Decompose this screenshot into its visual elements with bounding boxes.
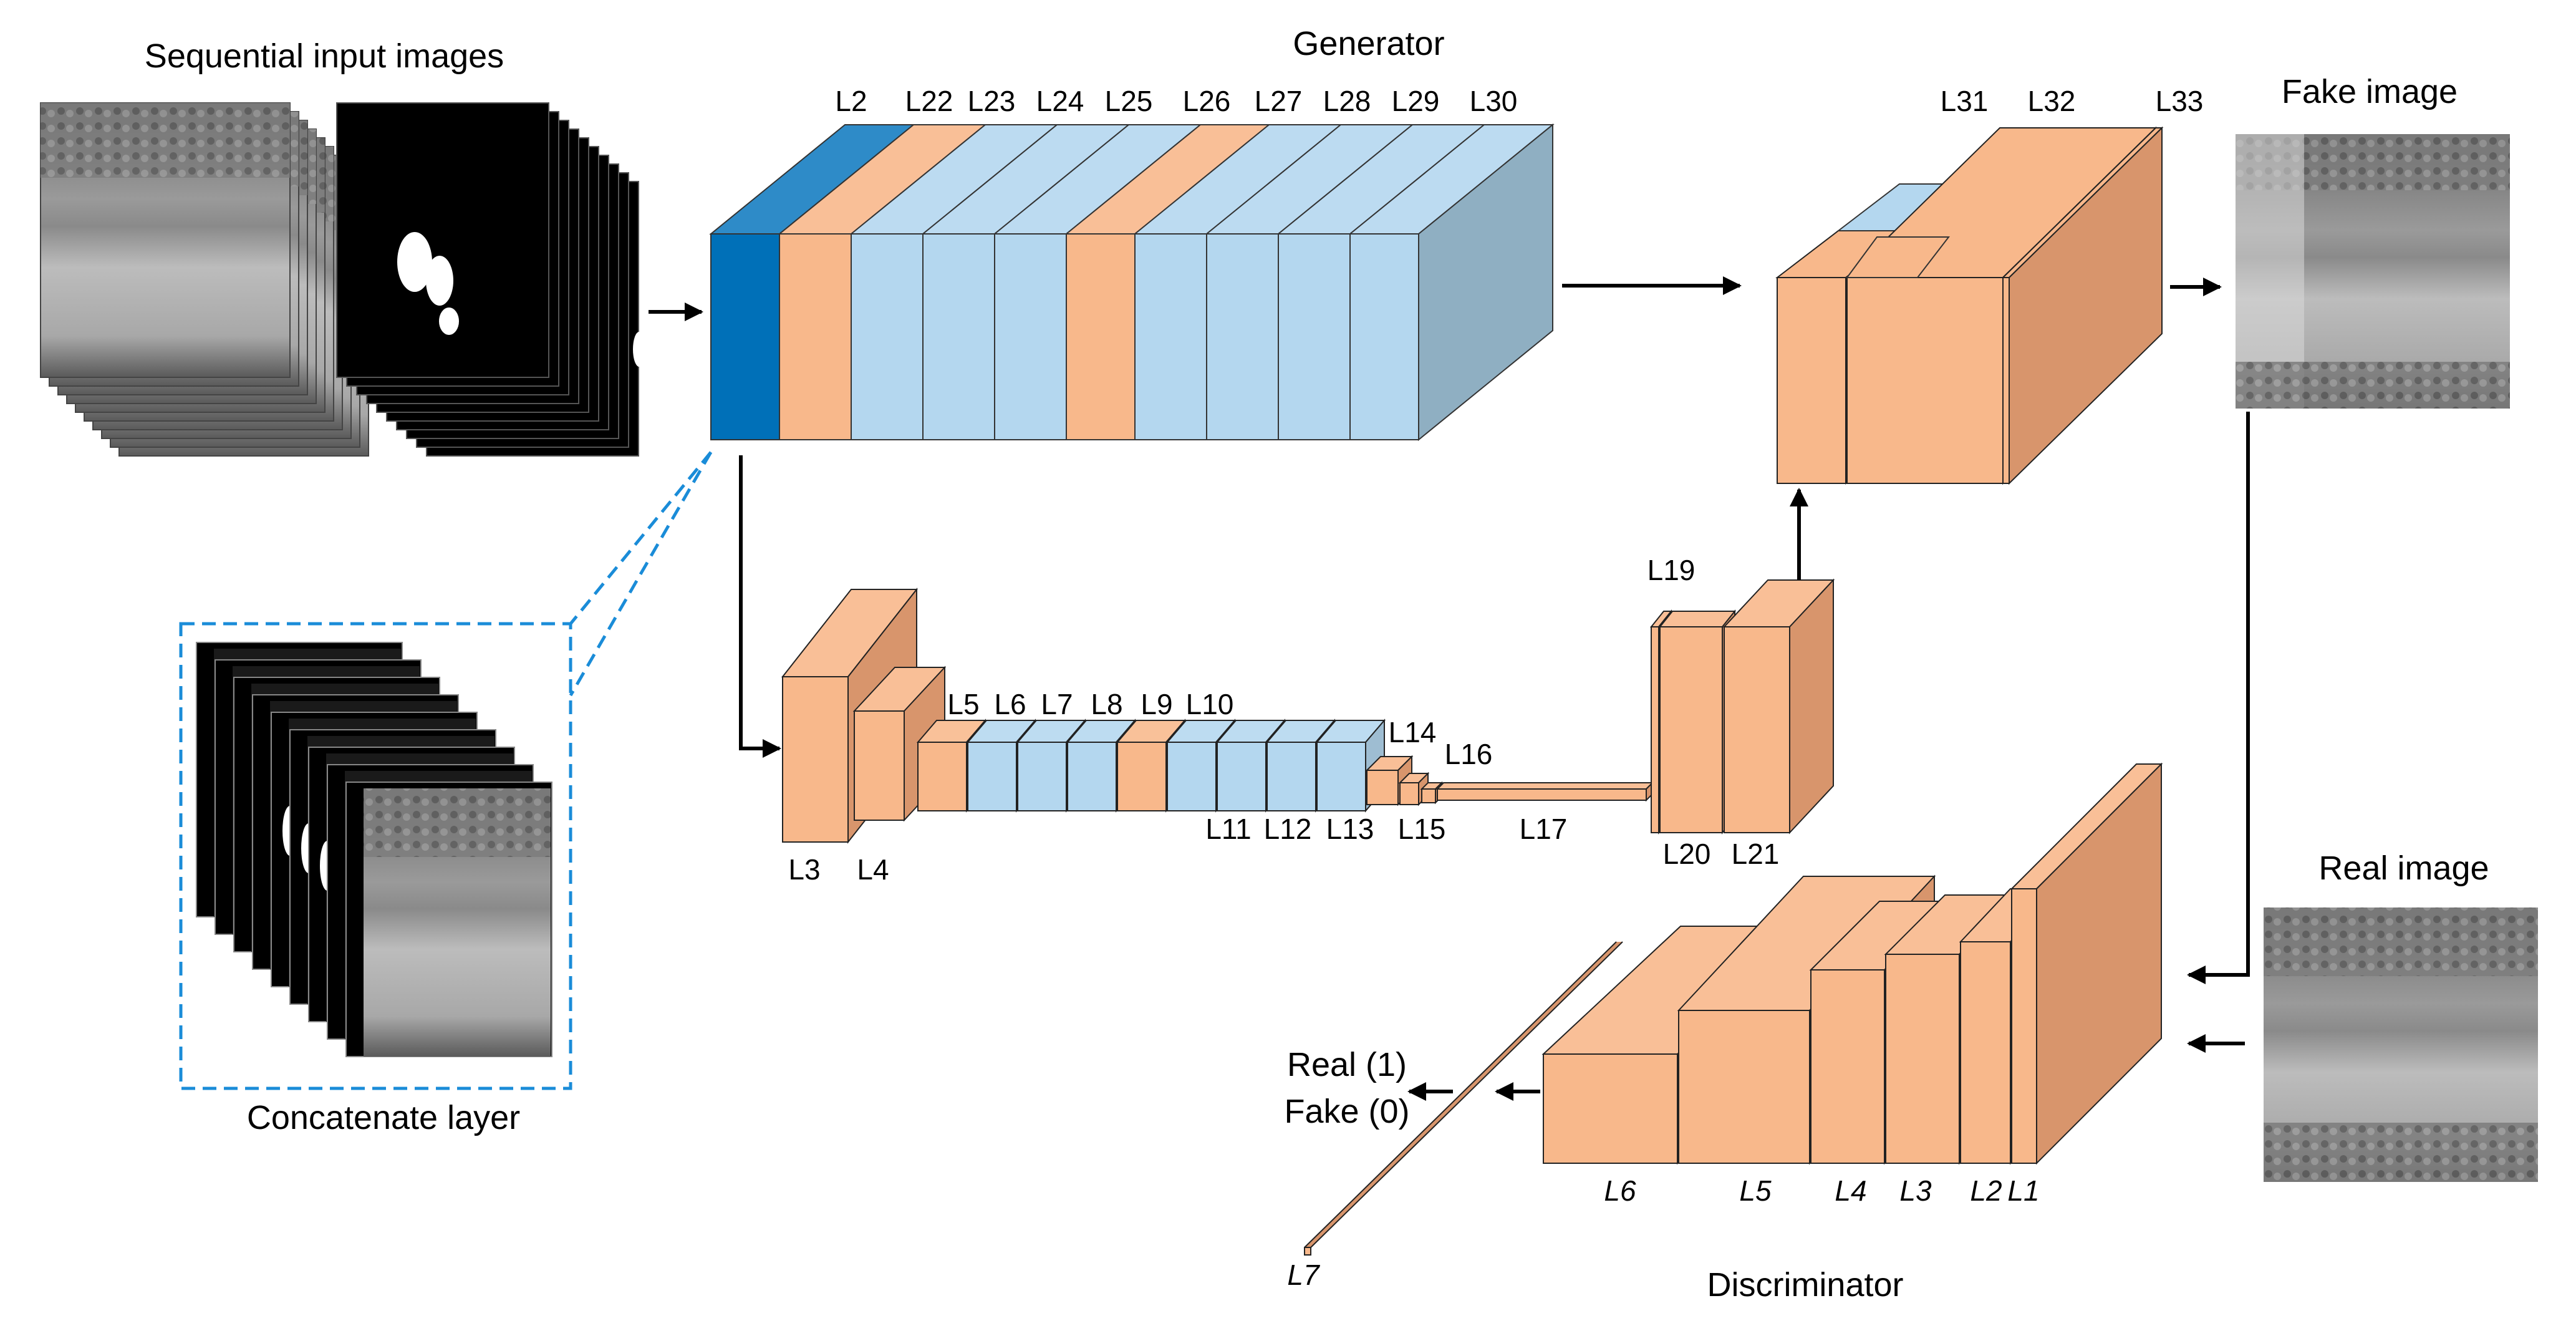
concatenate-dashed-line-bottom xyxy=(569,451,713,697)
generator-layer-L22 xyxy=(779,233,852,440)
generator-layer-L30 xyxy=(1349,233,1419,440)
real-image-title: Real image xyxy=(2318,850,2489,887)
encoder-label-L6: L6 xyxy=(994,688,1026,720)
generator-label-L25: L25 xyxy=(1105,85,1153,117)
encoder-label-L4: L4 xyxy=(857,853,889,886)
discriminator-label-L7: L7 xyxy=(1287,1259,1320,1291)
generator-title: Generator xyxy=(1293,25,1444,62)
generator-output-label-L32: L32 xyxy=(2028,85,2076,117)
concatenate-title: Concatenate layer xyxy=(247,1099,520,1136)
generator-layer-L27 xyxy=(1134,233,1207,440)
generator-label-L22: L22 xyxy=(905,85,953,117)
generator-layer-L26 xyxy=(1066,233,1136,440)
encoder-block-8 xyxy=(1315,719,1386,813)
sequential-input-images xyxy=(40,102,645,457)
generator-label-L27: L27 xyxy=(1255,85,1303,117)
output-real-label: Real (1) xyxy=(1287,1046,1407,1083)
discriminator-label-L2: L2 xyxy=(1970,1174,2002,1207)
decoder-layer-L21 xyxy=(1722,578,1835,835)
generator-label-L29: L29 xyxy=(1392,85,1440,117)
generator-to-encoder-arrow xyxy=(739,455,781,758)
decoder-label-L21: L21 xyxy=(1732,838,1780,870)
fake-image-title: Fake image xyxy=(2282,73,2458,110)
foreground-mask-blob xyxy=(397,232,645,367)
generator-top-labels: L2 L22 L23 L24 L25 L26 L27 L28 L29 L30 xyxy=(835,85,1517,117)
encoder-label-L10: L10 xyxy=(1186,688,1234,720)
generator-label-L23: L23 xyxy=(968,85,1016,117)
encoder-label-L11: L11 xyxy=(1205,813,1251,845)
decoder-label-L20: L20 xyxy=(1663,838,1711,870)
encoder-label-L15: L15 xyxy=(1398,813,1446,845)
generator-layer-L24 xyxy=(922,233,995,440)
encoder-label-L8: L8 xyxy=(1091,688,1122,720)
discriminator-layer-L1 xyxy=(2010,762,2163,1165)
concatenate-stack xyxy=(196,642,552,1057)
generator-label-L26: L26 xyxy=(1183,85,1231,117)
encoder-label-L16: L16 xyxy=(1445,738,1493,770)
discriminator-label-L3: L3 xyxy=(1899,1174,1932,1207)
generator-label-L2: L2 xyxy=(835,85,867,117)
discriminator-layer-L7 xyxy=(1304,941,1623,1256)
discriminator-block xyxy=(1541,762,2163,1165)
encoder-block xyxy=(781,588,1654,844)
fake-image xyxy=(2236,134,2510,409)
generator-layer-L29 xyxy=(1278,233,1351,440)
encoder-label-L5: L5 xyxy=(947,688,979,720)
generator-layer-L2 xyxy=(710,233,780,440)
encoder-label-L9: L9 xyxy=(1141,688,1172,720)
sequential-input-title: Sequential input images xyxy=(145,37,504,75)
generator-output-layer-L33 xyxy=(2001,126,2164,485)
encoder-label-L17: L17 xyxy=(1520,813,1568,845)
generator-label-L24: L24 xyxy=(1036,85,1084,117)
generator-output-label-L31: L31 xyxy=(1941,85,1989,117)
fake-to-discriminator-arrow xyxy=(2187,412,2250,984)
discriminator-label-L4: L4 xyxy=(1835,1174,1866,1207)
output-fake-label: Fake (0) xyxy=(1284,1093,1409,1130)
decoder-label-L19: L19 xyxy=(1647,554,1696,586)
encoder-label-L13: L13 xyxy=(1326,813,1374,845)
encoder-label-L12: L12 xyxy=(1264,813,1312,845)
concat-frame xyxy=(345,782,552,1057)
generator-output-label-L33: L33 xyxy=(2156,85,2204,117)
real-image xyxy=(2264,908,2538,1182)
generator-side-face xyxy=(1418,123,1553,442)
concatenate-dashed-box xyxy=(179,622,572,1090)
discriminator-title: Discriminator xyxy=(1707,1266,1903,1304)
input-frame xyxy=(40,102,291,378)
discriminator-label-L6: L6 xyxy=(1604,1174,1636,1207)
encoder-label-L14: L14 xyxy=(1389,716,1437,748)
decoder-block xyxy=(1649,578,1835,835)
mask-frame xyxy=(336,102,549,378)
encoder-layer-L17 xyxy=(1435,781,1654,802)
generator-label-L28: L28 xyxy=(1323,85,1371,117)
discriminator-label-L1: L1 xyxy=(2007,1174,2039,1207)
generator-label-L30: L30 xyxy=(1470,85,1518,117)
generator-output-labels: L31 L32 L33 xyxy=(1941,85,2204,117)
generator-layer-L25 xyxy=(994,233,1067,440)
generator-output-block xyxy=(1775,126,2164,485)
encoder-label-L3: L3 xyxy=(788,853,820,886)
generator-layer-L28 xyxy=(1206,233,1279,440)
encoder-label-L7: L7 xyxy=(1041,688,1073,720)
generator-top-block xyxy=(709,123,1555,442)
concatenate-dashed-line-top xyxy=(569,451,712,625)
discriminator-label-L5: L5 xyxy=(1739,1174,1772,1207)
generator-layer-L23 xyxy=(851,233,924,440)
